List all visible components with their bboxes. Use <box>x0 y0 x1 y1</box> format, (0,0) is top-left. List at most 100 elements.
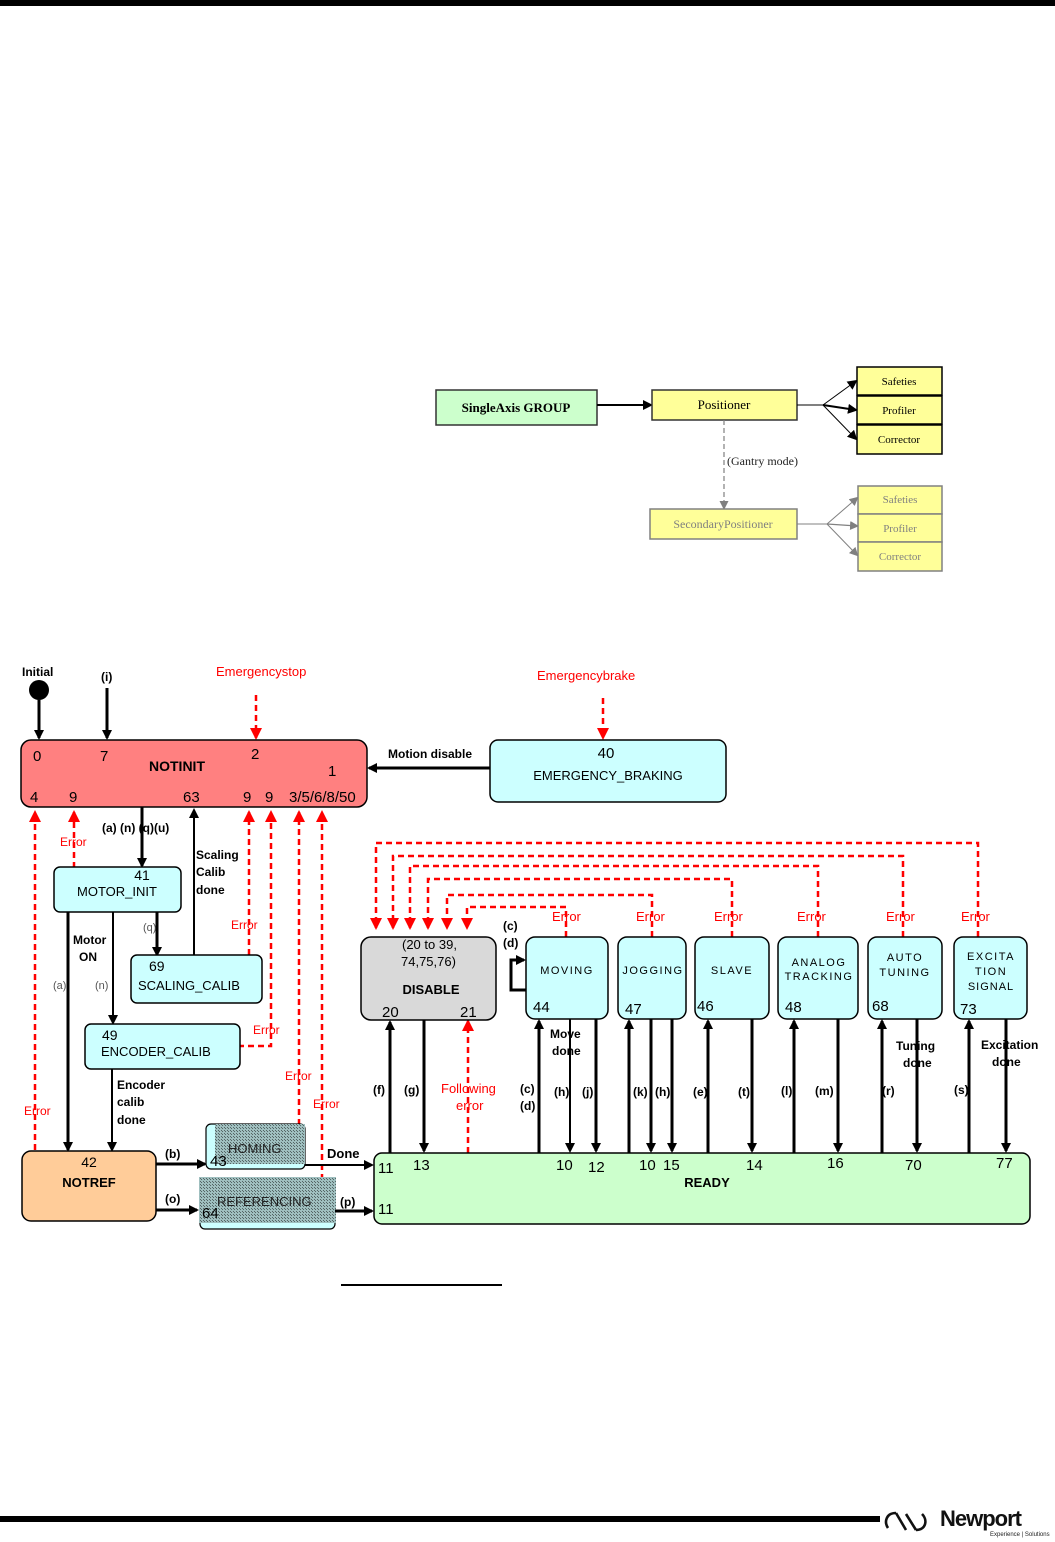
encoder-error-label: Error <box>253 1023 280 1037</box>
state-diagram: Initial (i) Emergencystop Emergencybrake… <box>20 664 1038 1230</box>
scaling-calib-state <box>130 954 263 1004</box>
slave-label: SLAVE <box>711 965 753 977</box>
disable-codes-1: (20 to 39, <box>402 937 457 952</box>
scaling-done-label-2: Calib <box>196 865 225 879</box>
svg-text:(m): (m) <box>815 1084 834 1098</box>
svg-text:(s): (s) <box>954 1083 969 1097</box>
svg-text:9: 9 <box>265 789 273 806</box>
excitation-label-2: TION <box>975 966 1007 978</box>
group-box <box>435 389 598 426</box>
moving-error-loop <box>461 905 568 937</box>
disable-label: DISABLE <box>402 982 459 997</box>
to-corrector-arrow <box>822 404 858 441</box>
group-label: SingleAxis GROUP <box>462 400 571 415</box>
notinit-state <box>20 739 368 808</box>
svg-text:(l): (l) <box>781 1084 792 1098</box>
disable-codes-2: 74,75,76) <box>401 954 456 969</box>
moving-loop-label-d: (d) <box>503 936 518 950</box>
following-error-label-2: error <box>456 1098 484 1113</box>
svg-text:16: 16 <box>827 1155 844 1172</box>
n-label: (n) <box>95 980 108 992</box>
notinit-codes: 0 7 2 1 4 9 63 9 9 3/5/6/8/50 <box>30 746 356 806</box>
disable-code-20: 20 <box>382 1004 399 1021</box>
notref-state <box>21 1150 157 1222</box>
encoder-calib-code: 49 <box>102 1027 118 1043</box>
auto-tuning-label-1: AUTO <box>887 952 923 964</box>
secondary-corrector-box <box>857 541 943 572</box>
svg-text:(h): (h) <box>655 1085 670 1099</box>
referencing-out-label: (p) <box>340 1195 355 1209</box>
motor-init-state <box>53 866 182 913</box>
motion-disable-label: Motion disable <box>388 747 472 761</box>
transition-labels: (f) (g) (c) (d) (h) (j) (k) (h) (e) (t) … <box>373 1082 969 1113</box>
svg-text:12: 12 <box>588 1159 605 1176</box>
analog-error-loop <box>404 864 820 937</box>
secondary-profiler-label: Profiler <box>883 523 917 535</box>
motor-on-label-2: ON <box>79 950 97 964</box>
scaling-done-label-3: done <box>196 883 225 897</box>
svg-text:11: 11 <box>378 1160 394 1177</box>
to-profiler-arrow <box>822 403 858 414</box>
jogging-label: JOGGING <box>622 965 683 977</box>
scaling-calib-label: SCALING_CALIB <box>138 978 240 993</box>
safeties-label: Safeties <box>882 376 917 388</box>
disable-code-21: 21 <box>460 1004 477 1021</box>
secondary-safeties-label: Safeties <box>883 494 918 506</box>
notref-error-label: Error <box>24 1104 51 1118</box>
svg-text:7: 7 <box>100 748 108 765</box>
slave-code: 46 <box>697 998 714 1015</box>
auto-tuning-state <box>867 936 943 1020</box>
secondary-safeties-box <box>857 485 943 515</box>
svg-text:9: 9 <box>243 789 251 806</box>
analog-tracking-label-1: ANALOG <box>792 957 847 969</box>
ready-codes: 11 13 10 12 10 15 14 16 70 77 11 <box>378 1155 1013 1218</box>
svg-text:77: 77 <box>996 1155 1013 1172</box>
excitation-done-label-2: done <box>992 1055 1021 1069</box>
referencing-code: 64 <box>202 1205 219 1222</box>
scaling-error-label: Error <box>231 918 258 932</box>
moving-state <box>525 936 609 1020</box>
emergency-brake-label: Emergencybrake <box>537 668 635 683</box>
excitation-done-label-1: Excitation <box>981 1038 1038 1052</box>
svg-text:(f): (f) <box>373 1083 385 1097</box>
moving-self-loop <box>509 955 526 992</box>
motor-init-code: 41 <box>134 867 150 883</box>
homing-done-label: Done <box>327 1146 360 1161</box>
error-loops <box>370 841 980 937</box>
svg-text:(h): (h) <box>554 1085 569 1099</box>
section-underline <box>341 1284 502 1286</box>
svg-text:9: 9 <box>69 789 77 806</box>
tuning-done-label-2: done <box>903 1056 932 1070</box>
emergency-braking-code: 40 <box>598 745 615 762</box>
safeties-box <box>856 366 943 396</box>
page-header-rule <box>0 0 1055 6</box>
autotuning-error-loop <box>387 854 905 937</box>
gantry-mode-label: (Gantry mode) <box>727 454 798 468</box>
auto-tuning-error-label: Error <box>886 909 916 924</box>
analog-tracking-state <box>777 936 859 1020</box>
emergency-braking-state <box>489 739 727 803</box>
analog-tracking-code: 48 <box>785 999 802 1016</box>
corrector-box <box>856 424 943 455</box>
profiler-box <box>856 395 943 425</box>
excitation-label-1: EXCITA <box>967 951 1015 963</box>
a-label: (a) <box>53 980 66 992</box>
encoder-done-label-2: calib <box>117 1095 144 1109</box>
svg-text:1: 1 <box>328 763 336 780</box>
homing-code: 43 <box>210 1153 227 1170</box>
moving-label: MOVING <box>540 965 594 977</box>
moving-code: 44 <box>533 999 550 1016</box>
jogging-error-loop <box>441 893 654 937</box>
svg-text:(c): (c) <box>520 1082 535 1096</box>
svg-text:10: 10 <box>556 1157 573 1174</box>
svg-text:0: 0 <box>33 748 41 765</box>
encoder-calib-label: ENCODER_CALIB <box>101 1044 211 1059</box>
scaling-in-label: (q) <box>143 922 156 934</box>
svg-text:(d): (d) <box>520 1099 535 1113</box>
i-label: (i) <box>101 670 112 684</box>
ready-transitions <box>385 1019 1011 1153</box>
svg-text:(e): (e) <box>693 1085 708 1099</box>
encoder-done-label-1: Encoder <box>117 1078 165 1092</box>
jogging-error-label: Error <box>636 909 666 924</box>
jogging-state <box>617 936 687 1020</box>
